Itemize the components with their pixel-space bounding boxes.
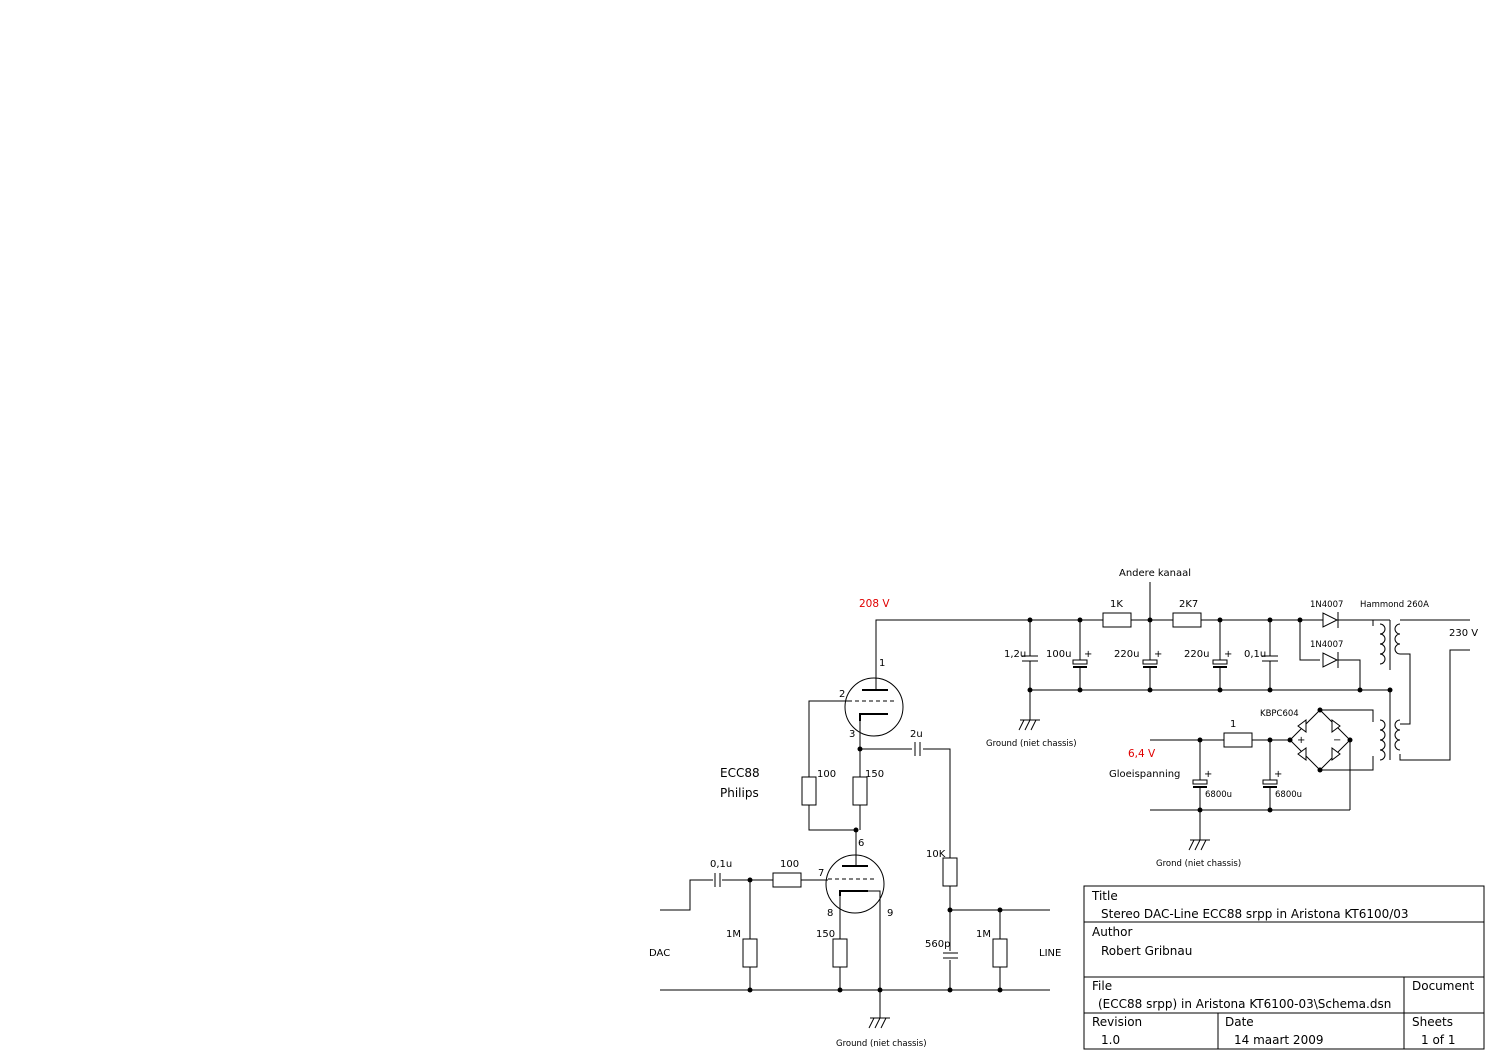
input-cap-value: 0,1u bbox=[710, 859, 732, 870]
ground-label-hv: Ground (niet chassis) bbox=[986, 739, 1077, 749]
cap-heater-1-value: 6800u bbox=[1205, 790, 1232, 800]
diode-1 bbox=[1322, 612, 1339, 628]
svg-text:+: + bbox=[1204, 769, 1212, 780]
resistor-output-series-value: 10K bbox=[926, 849, 946, 860]
revision-label: Revision bbox=[1092, 1015, 1142, 1029]
resistor-grid-stopper bbox=[772, 872, 802, 888]
transformer-label: Hammond 260A bbox=[1360, 600, 1429, 610]
resistor-lower-cathode bbox=[832, 938, 848, 968]
resistor-heater bbox=[1223, 732, 1253, 748]
pin-2-label: 2 bbox=[839, 689, 845, 700]
resistor-2k7-value: 2K7 bbox=[1179, 599, 1198, 610]
cap-heater-2-value: 6800u bbox=[1275, 790, 1302, 800]
sheets-value: 1 of 1 bbox=[1421, 1033, 1455, 1047]
svg-text:+: + bbox=[1297, 735, 1305, 746]
svg-text:+: + bbox=[1154, 649, 1162, 660]
pin-9-label: 9 bbox=[887, 908, 893, 919]
date-label: Date bbox=[1225, 1015, 1254, 1029]
output-cap-value: 2u bbox=[910, 729, 923, 740]
title-value: Stereo DAC-Line ECC88 srpp in Aristona K… bbox=[1101, 907, 1409, 921]
pin-1-label: 1 bbox=[879, 658, 885, 669]
resistor-upper-cathode bbox=[852, 776, 868, 806]
diode-1-label: 1N4007 bbox=[1310, 600, 1343, 610]
pin-7-label: 7 bbox=[818, 868, 824, 879]
resistor-upper-grid-value: 100 bbox=[817, 769, 836, 780]
resistor-1k bbox=[1102, 612, 1132, 628]
resistor-upper-cathode-value: 150 bbox=[865, 769, 884, 780]
revision-value: 1.0 bbox=[1101, 1033, 1120, 1047]
svg-text:+: + bbox=[1224, 649, 1232, 660]
dac-input-label: DAC bbox=[649, 948, 670, 959]
heater-voltage-label: 6,4 V bbox=[1128, 748, 1156, 760]
heater-supply-section: 6,4 V Gloeispanning 1 + 6800u + 6800u + bbox=[1109, 707, 1374, 869]
cap-220u-b-value: 220u bbox=[1184, 649, 1209, 660]
cap-100u-value: 100u bbox=[1046, 649, 1071, 660]
output-shunt-cap-value: 560p bbox=[925, 939, 950, 950]
resistor-output-load bbox=[992, 938, 1008, 968]
resistor-2k7 bbox=[1172, 612, 1202, 628]
svg-text:−: − bbox=[1333, 735, 1341, 746]
resistor-grid-stopper-value: 100 bbox=[780, 859, 799, 870]
ground-label-heater: Grond (niet chassis) bbox=[1156, 859, 1241, 869]
hv-supply-section: Andere kanaal 1,2u + 100u 1K + 220u 2K7 bbox=[986, 568, 1478, 761]
resistor-output-series bbox=[942, 857, 958, 887]
pin-6-label: 6 bbox=[858, 838, 864, 849]
tube-type-label: ECC88 bbox=[720, 766, 760, 780]
cap-220u-a-value: 220u bbox=[1114, 649, 1139, 660]
resistor-upper-grid bbox=[801, 776, 817, 806]
sheets-label: Sheets bbox=[1412, 1015, 1453, 1029]
ground-symbol-heater bbox=[1188, 839, 1210, 851]
bridge-label: KBPC604 bbox=[1260, 709, 1299, 719]
svg-text:+: + bbox=[1274, 769, 1282, 780]
document-label: Document bbox=[1412, 979, 1474, 993]
diode-2-label: 1N4007 bbox=[1310, 640, 1343, 650]
transformer-symbol bbox=[1379, 619, 1470, 761]
upper-triode-symbol bbox=[844, 677, 904, 737]
resistor-heater-value: 1 bbox=[1230, 719, 1236, 730]
other-channel-label: Andere kanaal bbox=[1119, 568, 1191, 579]
mains-voltage-label: 230 V bbox=[1449, 628, 1478, 639]
title-label: Title bbox=[1091, 889, 1118, 903]
cap-0u1-value: 0,1u bbox=[1244, 649, 1266, 660]
tube-brand-label: Philips bbox=[720, 786, 759, 800]
cap-1u2-value: 1,2u bbox=[1004, 649, 1026, 660]
line-output-label: LINE bbox=[1039, 948, 1061, 959]
resistor-1k-value: 1K bbox=[1110, 599, 1123, 610]
pin-3-label: 3 bbox=[849, 729, 855, 740]
ground-label-amp: Ground (niet chassis) bbox=[836, 1039, 927, 1049]
bridge-rectifier-symbol: + − bbox=[1289, 709, 1374, 771]
resistor-grid-leak-value: 1M bbox=[726, 929, 741, 940]
ground-symbol-hv bbox=[1018, 719, 1040, 731]
anode-voltage-label: 208 V bbox=[859, 598, 890, 610]
heater-supply-label: Gloeispanning bbox=[1109, 769, 1180, 780]
author-value: Robert Gribnau bbox=[1101, 944, 1192, 958]
date-value: 14 maart 2009 bbox=[1234, 1033, 1323, 1047]
pin-8-label: 8 bbox=[827, 908, 833, 919]
file-value: (ECC88 srpp) in Aristona KT6100-03\Schem… bbox=[1098, 997, 1391, 1011]
diode-2 bbox=[1322, 652, 1339, 668]
ground-symbol-amp bbox=[868, 1017, 890, 1029]
resistor-output-load-value: 1M bbox=[976, 929, 991, 940]
resistor-lower-cathode-value: 150 bbox=[816, 929, 835, 940]
resistor-grid-leak bbox=[742, 938, 758, 968]
file-label: File bbox=[1092, 979, 1112, 993]
title-block: Title Stereo DAC-Line ECC88 srpp in Aris… bbox=[1083, 885, 1485, 1050]
svg-text:+: + bbox=[1084, 649, 1092, 660]
lower-triode-symbol bbox=[825, 854, 885, 914]
author-label: Author bbox=[1092, 925, 1132, 939]
amplifier-section: 208 V 1 2 3 100 150 2u 10K bbox=[649, 598, 1390, 1049]
